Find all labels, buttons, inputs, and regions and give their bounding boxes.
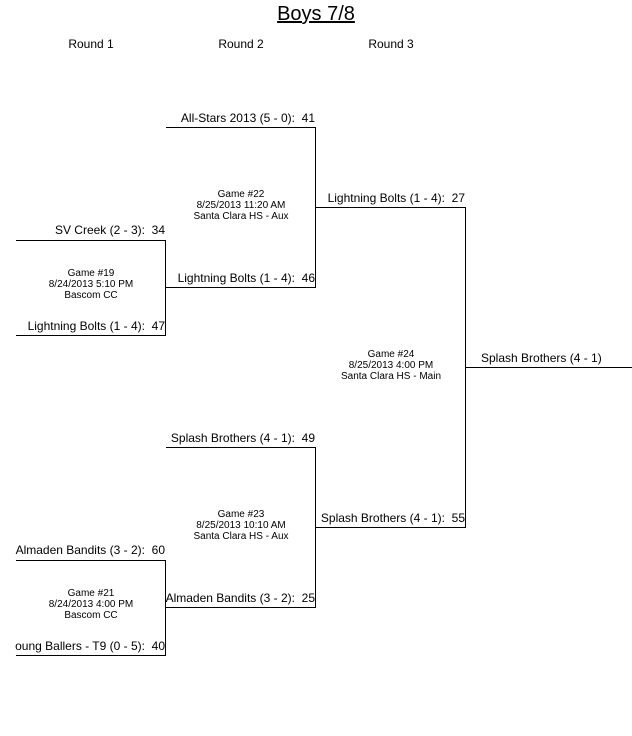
game-info: Game #22 8/25/2013 11:20 AM Santa Clara … (176, 189, 306, 222)
team-slot: oung Ballers - T9 (0 - 5): 40 (15, 639, 165, 653)
bracket-line (166, 607, 316, 608)
team-score: 49 (301, 431, 315, 445)
team-slot: Lightning Bolts (1 - 4): 27 (328, 191, 465, 205)
round-3-label: Round 3 (368, 37, 414, 51)
bracket-line (166, 127, 316, 128)
bracket-line (16, 560, 166, 561)
team-name: Almaden Bandits (3 - 2): (165, 591, 295, 605)
team-slot: Splash Brothers (4 - 1): 55 (321, 511, 465, 525)
team-name: Almaden Bandits (3 - 2): (15, 543, 145, 557)
team-score: 41 (301, 111, 315, 125)
game-datetime: 8/25/2013 10:10 AM (196, 520, 286, 531)
team-score: 46 (301, 271, 315, 285)
team-name: oung Ballers - T9 (0 - 5): (15, 639, 145, 653)
team-score: 47 (151, 319, 165, 333)
bracket-connector (315, 447, 316, 608)
round-1-label: Round 1 (68, 37, 114, 51)
game-number: Game #21 (67, 588, 115, 599)
bracket-connector (315, 127, 316, 288)
team-score: 27 (451, 191, 465, 205)
bracket-line (466, 367, 632, 368)
team-name: Lightning Bolts (1 - 4): (177, 271, 295, 285)
game-datetime: 8/25/2013 11:20 AM (196, 200, 286, 211)
game-datetime: 8/25/2013 4:00 PM (348, 360, 434, 371)
bracket-connector (465, 207, 466, 528)
game-info: Game #24 8/25/2013 4:00 PM Santa Clara H… (326, 349, 456, 382)
bracket-line (16, 655, 166, 656)
team-name: Lightning Bolts (1 - 4): (27, 319, 145, 333)
bracket-connector (165, 240, 166, 336)
game-info: Game #19 8/24/2013 5:10 PM Bascom CC (26, 268, 156, 301)
team-name: All-Stars 2013 (5 - 0): (180, 111, 295, 125)
team-name: Lightning Bolts (1 - 4): (327, 191, 445, 205)
team-name: SV Creek (2 - 3): (54, 223, 145, 237)
bracket-connector (165, 560, 166, 656)
team-slot: Splash Brothers (4 - 1): 49 (171, 431, 315, 445)
game-info: Game #21 8/24/2013 4:00 PM Bascom CC (26, 588, 156, 621)
game-datetime: 8/24/2013 5:10 PM (48, 279, 134, 290)
bracket-line (166, 287, 316, 288)
game-location: Santa Clara HS - Main (340, 371, 442, 382)
game-number: Game #23 (217, 509, 265, 520)
team-slot: All-Stars 2013 (5 - 0): 41 (181, 111, 315, 125)
champion-name: Splash Brothers (4 - 1) (481, 351, 602, 365)
game-info: Game #23 8/25/2013 10:10 AM Santa Clara … (176, 509, 306, 542)
team-slot: Lightning Bolts (1 - 4): 47 (28, 319, 165, 333)
game-number: Game #22 (217, 189, 265, 200)
bracket-title: Boys 7/8 (277, 3, 355, 25)
team-slot: SV Creek (2 - 3): 34 (55, 223, 165, 237)
team-score: 25 (301, 591, 315, 605)
bracket-line (316, 207, 466, 208)
team-score: 60 (151, 543, 165, 557)
team-score: 40 (151, 639, 165, 653)
bracket-line (16, 240, 166, 241)
game-location: Santa Clara HS - Aux (193, 531, 289, 542)
team-slot: Almaden Bandits (3 - 2): 60 (16, 543, 165, 557)
game-location: Bascom CC (64, 290, 118, 301)
team-slot: Lightning Bolts (1 - 4): 46 (178, 271, 315, 285)
team-slot: Almaden Bandits (3 - 2): 25 (166, 591, 315, 605)
round-2-label: Round 2 (218, 37, 264, 51)
bracket-line (166, 447, 316, 448)
team-score: 34 (151, 223, 165, 237)
bracket-line (316, 527, 466, 528)
bracket-line (16, 335, 166, 336)
game-number: Game #24 (367, 349, 415, 360)
team-name: Splash Brothers (4 - 1): (170, 431, 295, 445)
game-number: Game #19 (67, 268, 115, 279)
team-score: 55 (451, 511, 465, 525)
game-datetime: 8/24/2013 4:00 PM (48, 599, 134, 610)
team-name: Splash Brothers (4 - 1): (320, 511, 445, 525)
game-location: Bascom CC (64, 610, 118, 621)
game-location: Santa Clara HS - Aux (193, 211, 289, 222)
